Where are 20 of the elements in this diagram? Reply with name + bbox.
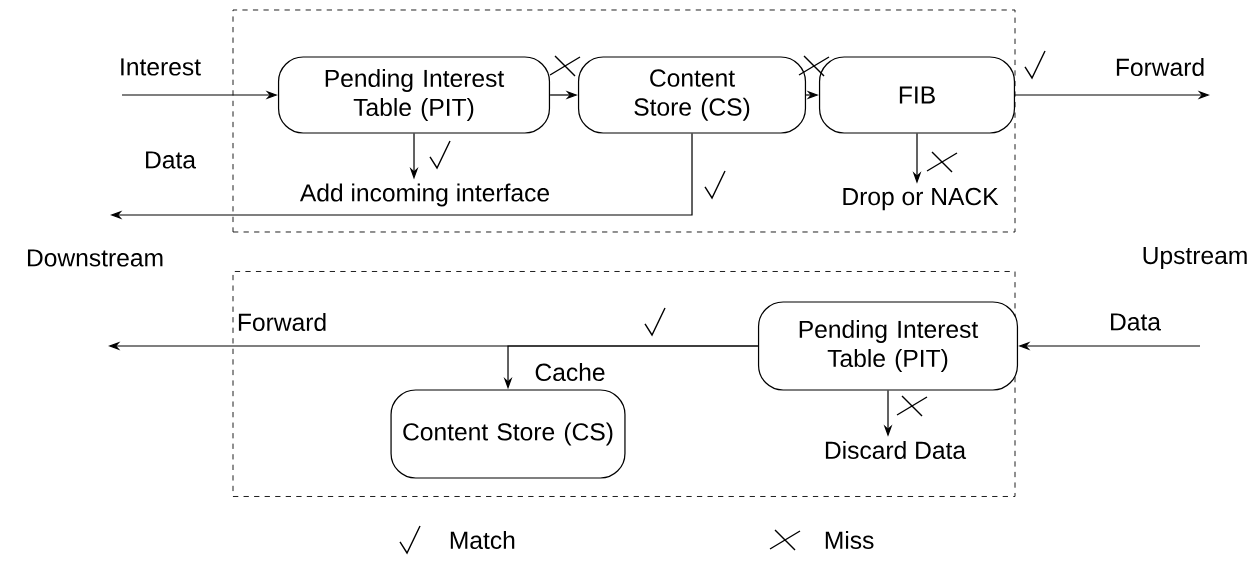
legend-label: Miss: [825, 530, 874, 550]
process-box: FIB: [818, 56, 1016, 134]
dashed-frame: [232, 271, 1016, 497]
outcome-text: Discard Data: [825, 440, 967, 460]
edge-label: Interest: [121, 58, 201, 76]
process-box: Content Store (CS): [577, 56, 807, 134]
outcome-text: Drop or NACK: [843, 187, 999, 211]
dashed-frame: [232, 9, 1016, 233]
process-box: Pending Interest Table (PIT): [277, 56, 551, 134]
side-label: Downstream: [28, 249, 163, 267]
outcome-text: Add incoming interface: [299, 183, 549, 207]
edge-label: Forward: [238, 312, 326, 332]
edge-label: Forward: [1116, 57, 1204, 77]
process-box: Pending Interest Table (PIT): [757, 301, 1019, 391]
side-label: Upstream: [1143, 247, 1247, 269]
legend-label: Match: [450, 530, 515, 550]
process-box: Content Store (CS): [390, 389, 626, 479]
edge-label: Cache: [535, 362, 605, 382]
edge-label: Data: [1111, 313, 1161, 331]
edge-label: Data: [146, 151, 196, 169]
